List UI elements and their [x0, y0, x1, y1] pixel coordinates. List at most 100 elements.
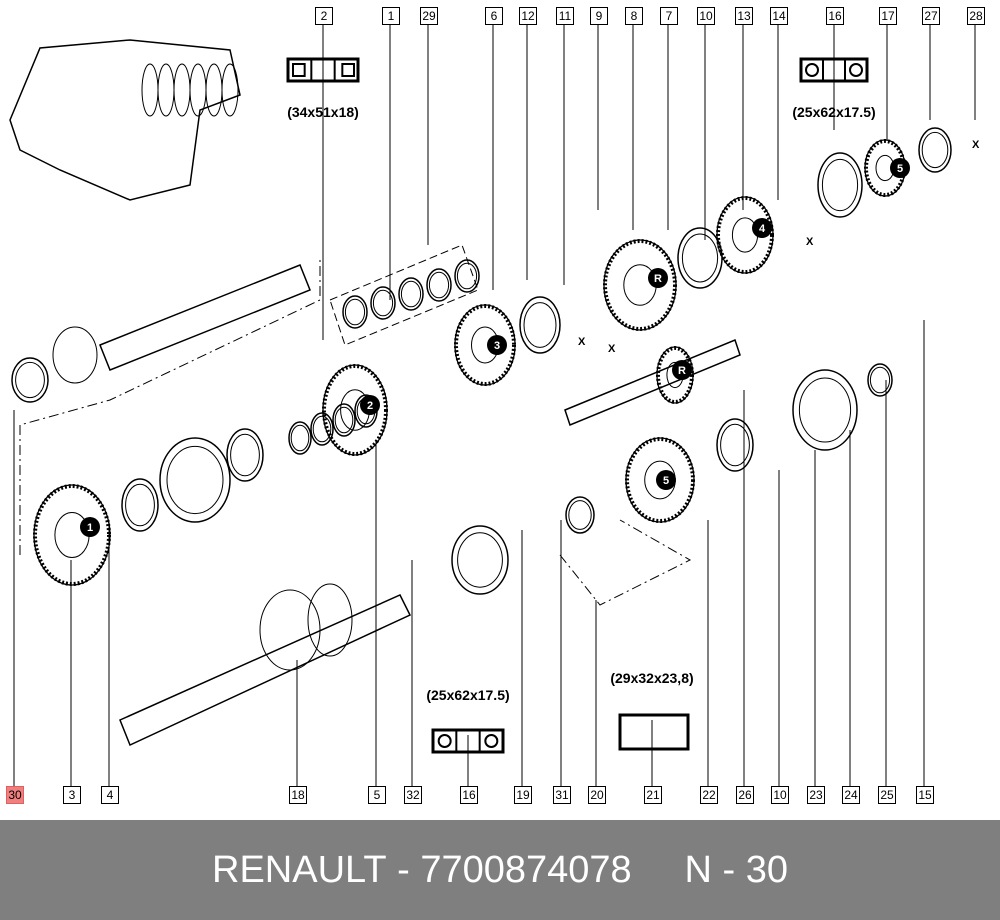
- gear-teeth: [33, 484, 111, 586]
- shim-29: [426, 268, 452, 302]
- bearing-16-bottom: [451, 525, 509, 595]
- clearance-mark: X: [972, 139, 980, 151]
- callout-bottom-5[interactable]: 5: [368, 786, 386, 804]
- bearing-outline: [431, 728, 505, 754]
- circlip-inner: [334, 406, 354, 434]
- marker-disc: [890, 158, 910, 178]
- bush-31-inner: [568, 500, 592, 530]
- bearing-16-top-inner: [821, 158, 859, 212]
- synchro-ring-12-inner: [523, 302, 557, 348]
- roller: [805, 63, 819, 77]
- callout-top-9[interactable]: 9: [590, 7, 608, 25]
- bush-31: [565, 496, 595, 534]
- callout-top-8[interactable]: 8: [625, 7, 643, 25]
- clearance-mark: X: [608, 343, 616, 355]
- gear-marker-4: 4: [752, 218, 772, 238]
- marker-label: 1: [87, 522, 93, 534]
- bearing-outline: [286, 57, 360, 83]
- shim-29-inner: [400, 280, 422, 308]
- callout-bottom-24[interactable]: 24: [842, 786, 860, 804]
- synchro-hub-4-inner: [166, 445, 224, 515]
- roller: [849, 63, 863, 77]
- synchro-ring-10b-inner: [720, 423, 750, 467]
- callout-bottom-19[interactable]: 19: [514, 786, 532, 804]
- callout-top-11[interactable]: 11: [556, 7, 574, 25]
- gear-teeth: [603, 239, 677, 331]
- gear-marker-5: 5: [890, 158, 910, 178]
- marker-label: 5: [663, 475, 669, 487]
- marker-label: 4: [759, 223, 766, 235]
- callout-bottom-15[interactable]: 15: [916, 786, 934, 804]
- callout-bottom-3[interactable]: 3: [63, 786, 81, 804]
- callout-top-12[interactable]: 12: [519, 7, 537, 25]
- marker-disc: [648, 268, 668, 288]
- output-shaft-18: [119, 594, 412, 747]
- shim-29-inner: [428, 271, 450, 299]
- part-number: 7700874078: [420, 848, 632, 891]
- callout-top-17[interactable]: 17: [879, 7, 897, 25]
- input-shaft-1: [99, 264, 311, 371]
- callout-bottom-16[interactable]: 16: [460, 786, 478, 804]
- callout-top-16[interactable]: 16: [826, 7, 844, 25]
- callout-top-10[interactable]: 10: [697, 7, 715, 25]
- callout-bottom-18[interactable]: 18: [289, 786, 307, 804]
- circlip-inner: [290, 424, 310, 452]
- cap-30: [11, 357, 49, 403]
- clearance-mark: X: [578, 336, 586, 348]
- callout-top-1[interactable]: 1: [382, 7, 400, 25]
- shim-29-inner: [372, 289, 394, 317]
- gear-marker-1: 1: [80, 517, 100, 537]
- shim-29: [342, 295, 368, 329]
- marker-disc: [752, 218, 772, 238]
- callout-top-6[interactable]: 6: [485, 7, 503, 25]
- callout-top-13[interactable]: 13: [735, 7, 753, 25]
- callout-top-27[interactable]: 27: [922, 7, 940, 25]
- callout-bottom-26[interactable]: 26: [736, 786, 754, 804]
- dimension-bearing-2: (34x51x18): [287, 104, 359, 120]
- gear-teeth: [322, 364, 388, 456]
- synchro-hub-24: [792, 369, 858, 451]
- callout-bottom-22[interactable]: 22: [700, 786, 718, 804]
- bearing-27: [918, 127, 952, 173]
- callout-bottom-20[interactable]: 20: [588, 786, 606, 804]
- roller: [484, 734, 499, 748]
- gear-1: [33, 484, 111, 586]
- callout-bottom-25[interactable]: 25: [878, 786, 896, 804]
- callout-bottom-23[interactable]: 23: [807, 786, 825, 804]
- synchro-ring: [226, 428, 264, 482]
- callout-bottom-10[interactable]: 10: [771, 786, 789, 804]
- bearing-outline: [799, 57, 869, 83]
- shim-29: [454, 259, 480, 293]
- callout-bottom-32[interactable]: 32: [404, 786, 422, 804]
- dimension-bearing-16-bottom: (25x62x17.5): [426, 687, 510, 703]
- synchro-ring-10: [677, 227, 723, 289]
- marker-disc: [80, 517, 100, 537]
- shim-29-inner: [344, 298, 366, 326]
- callout-top-29[interactable]: 29: [420, 7, 438, 25]
- bearing-27-inner: [921, 131, 949, 169]
- brand-name: RENAULT: [212, 848, 387, 891]
- diagram-position: N - 30: [684, 848, 788, 891]
- callout-top-28[interactable]: 28: [967, 7, 985, 25]
- bearing-symbol: [286, 57, 360, 83]
- callout-top-2[interactable]: 2: [315, 7, 333, 25]
- callout-bottom-21[interactable]: 21: [644, 786, 662, 804]
- reverse-shaft-26: [564, 339, 741, 426]
- callout-top-14[interactable]: 14: [770, 7, 788, 25]
- bearing-2: [52, 326, 98, 384]
- callout-bottom-30[interactable]: 30: [6, 786, 24, 804]
- marker-label: 3: [494, 340, 500, 352]
- bearing-symbol: [431, 728, 505, 754]
- callout-top-7[interactable]: 7: [660, 7, 678, 25]
- dimension-bearing-21: (29x32x23,8): [610, 670, 694, 686]
- callout-bottom-4[interactable]: 4: [101, 786, 119, 804]
- circlip-inner: [312, 415, 332, 443]
- bearing-16-top: [817, 152, 863, 218]
- housing-gear: [157, 63, 175, 117]
- marker-label: R: [678, 365, 686, 377]
- gear-marker-2: 2: [360, 395, 380, 415]
- callout-bottom-31[interactable]: 31: [553, 786, 571, 804]
- gear-cluster-18b: [307, 583, 353, 657]
